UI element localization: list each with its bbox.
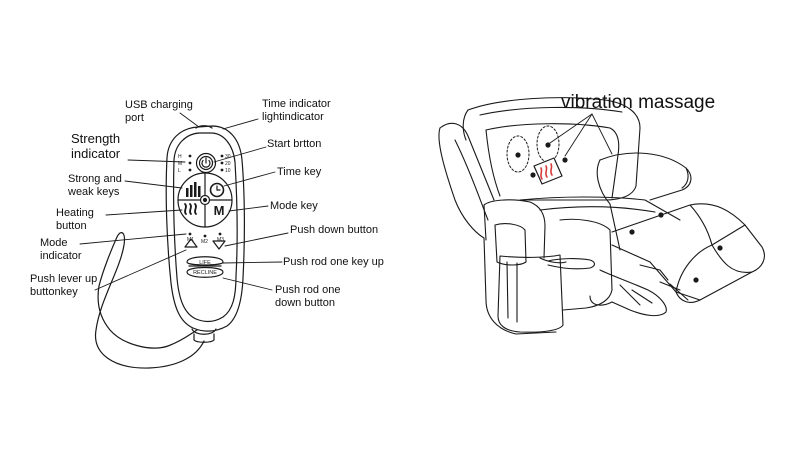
- mode-3-text: M3: [217, 237, 224, 243]
- usb-charging-port-label: USB charging port: [125, 99, 193, 125]
- vibration-zones: [506, 125, 560, 173]
- recliner-chair: [438, 97, 765, 335]
- time-level-2-text: 20: [225, 161, 231, 167]
- push-lever-up-label: Push lever up buttonkey: [30, 273, 97, 299]
- push-down-button-label: Push down button: [290, 224, 379, 236]
- strength-level-high-text: H: [178, 154, 182, 160]
- time-indicator-lights: [220, 154, 224, 172]
- mode-key-glyph: M: [214, 203, 225, 218]
- strong-weak-line-2: weak keys: [68, 186, 120, 198]
- push-rod-down-label: Push rod one down button: [275, 284, 340, 310]
- strength-indicator-line-2: indicator: [71, 146, 121, 161]
- time-key-label: Time key: [277, 166, 322, 178]
- remote-cable: [94, 231, 205, 369]
- strength-key-icon: [186, 182, 201, 197]
- strength-indicator-label: Strength indicator: [71, 131, 120, 161]
- recline-key-label: RECLINE: [193, 270, 217, 276]
- usb-label-line-1: USB charging: [125, 99, 193, 111]
- heating-line-2: button: [56, 220, 87, 232]
- time-level-3-text: 10: [225, 168, 231, 174]
- push-rod-down-line-2: down button: [275, 297, 335, 309]
- time-indicator-label: Time indicator lightindicator: [262, 98, 331, 124]
- life-recline-keys: [186, 256, 224, 278]
- function-key-pad: [177, 172, 233, 228]
- heat-waves-icon: [184, 203, 197, 215]
- time-indicator-line-1: Time indicator: [262, 98, 331, 110]
- strength-indicator-line-1: Strength: [71, 131, 121, 146]
- usb-label-line-2: port: [125, 112, 144, 124]
- time-level-1-text: 30: [225, 154, 231, 160]
- heating-button-label: Heating button: [56, 207, 94, 233]
- vibration-massage-label: vibration massage: [561, 92, 716, 113]
- power-icon: [195, 152, 217, 174]
- mode-indicator-line-1: Mode: [40, 237, 68, 249]
- mode-indicator-label: Mode indicator: [40, 237, 82, 263]
- clock-icon: [209, 182, 225, 198]
- push-lever-line-2: buttonkey: [30, 286, 78, 298]
- time-indicator-line-2: lightindicator: [262, 111, 324, 123]
- mode-1-text: M1: [187, 237, 194, 243]
- strength-indicator-lights: [188, 154, 192, 172]
- push-rod-up-label: Push rod one key up: [283, 256, 384, 268]
- push-lever-line-1: Push lever up: [30, 273, 98, 285]
- vibration-points: [515, 142, 723, 283]
- mode-indicator-lights: [188, 232, 222, 238]
- heating-pad-icon: [533, 157, 563, 185]
- push-down-key-icon: [212, 240, 226, 250]
- strong-weak-line-1: Strong and: [68, 173, 122, 185]
- callout-leaders: [79, 112, 289, 291]
- strong-weak-keys-label: Strong and weak keys: [68, 173, 122, 199]
- start-button-label: Start brtton: [267, 138, 322, 150]
- push-rod-down-line-1: Push rod one: [275, 284, 341, 296]
- heating-line-1: Heating: [56, 207, 94, 219]
- strength-level-mid-text: M: [178, 161, 182, 167]
- mode-key-label: Mode key: [270, 200, 318, 212]
- mode-indicator-line-2: indicator: [40, 250, 82, 262]
- strength-level-low-text: L: [178, 168, 181, 174]
- vibration-leaders: [549, 113, 613, 157]
- mode-2-text: M2: [201, 239, 208, 245]
- push-up-key-icon: [184, 238, 198, 248]
- life-key-label: LIFE: [199, 260, 211, 266]
